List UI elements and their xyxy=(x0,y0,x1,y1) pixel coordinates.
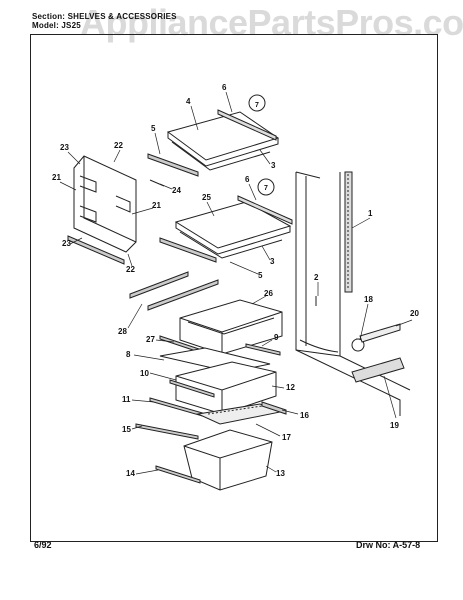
model-label: Model: JS25 xyxy=(32,21,81,30)
callout-labels: 4 6 7 5 3 6 7 25 3 5 1 2 22 23 21 21 23 … xyxy=(52,83,419,478)
part-15-rail xyxy=(135,423,199,440)
callout: 7 xyxy=(264,185,268,192)
callout: 22 xyxy=(126,265,135,274)
callout: 23 xyxy=(60,143,69,152)
part-5b-rail xyxy=(159,237,217,263)
callout: 14 xyxy=(126,469,135,478)
callout: 3 xyxy=(271,161,276,170)
diagram-frame xyxy=(30,34,438,542)
diagram-date: 6/92 xyxy=(34,540,52,550)
part-9-rail xyxy=(245,343,281,356)
part-12-crisper xyxy=(175,361,277,415)
part-6-rail xyxy=(217,94,277,141)
callout: 21 xyxy=(152,201,161,210)
part-17-tray xyxy=(196,401,287,425)
callout: 17 xyxy=(282,433,291,442)
callout: 27 xyxy=(146,335,155,344)
callout: 16 xyxy=(300,411,309,420)
part-18-knob xyxy=(351,338,365,352)
callout: 5 xyxy=(258,271,263,280)
part-14-rail xyxy=(155,465,201,484)
callout: 28 xyxy=(118,327,127,336)
callout: 8 xyxy=(126,350,131,359)
callout: 23 xyxy=(62,239,71,248)
callout: 24 xyxy=(172,186,181,195)
callout: 3 xyxy=(270,257,275,266)
callout: 26 xyxy=(264,289,273,298)
part-19-bracket xyxy=(351,357,405,383)
diagram-header: Section: SHELVES & ACCESSORIES Model: JS… xyxy=(32,12,177,30)
callout: 25 xyxy=(202,193,211,202)
callout: 15 xyxy=(122,425,131,434)
watermark: AppliancePartsPros.com xyxy=(80,2,463,43)
callout: 6 xyxy=(222,83,227,92)
part-28-rails xyxy=(129,271,219,311)
part-22-frame xyxy=(67,155,137,265)
callout: 7 xyxy=(255,102,259,109)
callout: 9 xyxy=(274,333,279,342)
callout: 12 xyxy=(286,383,295,392)
part-20-bracket xyxy=(359,323,401,343)
callout: 5 xyxy=(151,124,156,133)
part-5-rail xyxy=(147,153,199,177)
callout: 19 xyxy=(390,421,399,430)
callout: 20 xyxy=(410,309,419,318)
callout: 13 xyxy=(276,469,285,478)
callout: 2 xyxy=(314,273,319,282)
cabinet-liner xyxy=(295,171,411,416)
callout: 1 xyxy=(368,209,373,218)
callout: 18 xyxy=(364,295,373,304)
drawing-number: Drw No: A-57-8 xyxy=(356,540,421,550)
callout: 11 xyxy=(122,395,131,404)
callout: 4 xyxy=(186,97,191,106)
section-title: Section: SHELVES & ACCESSORIES xyxy=(32,12,177,21)
callout: 10 xyxy=(140,369,149,378)
part-6b-rail xyxy=(237,178,293,225)
callout: 22 xyxy=(114,141,123,150)
part-4-shelf xyxy=(166,111,280,171)
part-26-crisper xyxy=(179,299,283,355)
part-10-rail xyxy=(169,379,215,398)
callout: 6 xyxy=(245,175,250,184)
callout: 21 xyxy=(52,173,61,182)
